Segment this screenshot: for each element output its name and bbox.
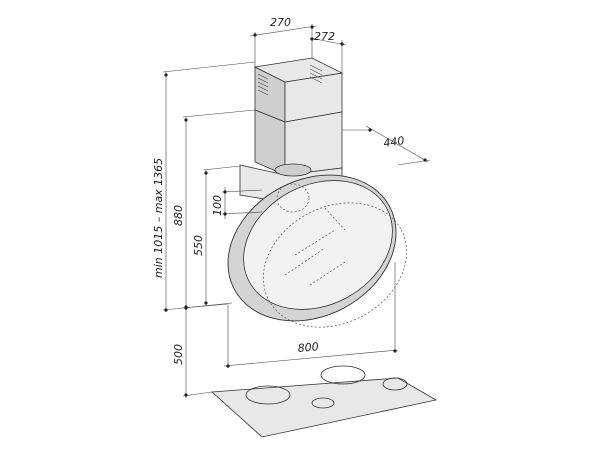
outlet-hidden-outline [276,183,310,213]
cooktop-surface [211,377,438,438]
label-100: 100 [211,195,224,216]
canopy-glass [243,180,393,310]
reflection-3 [324,207,346,231]
label-800: 800 [297,340,319,355]
dim-440: 440 [342,125,431,166]
dim-270: 270 [249,16,317,67]
dim-880: 880 [172,109,256,310]
label-270: 270 [270,16,291,29]
label-1015-1365: min 1015 – max 1365 [152,158,165,278]
dim-500: 500 [172,303,229,398]
label-880: 880 [172,205,185,226]
cooktop [211,365,438,438]
burner-large-right [320,365,366,385]
canopy [227,174,407,328]
burner-small [311,397,335,409]
reflection-4 [309,261,346,286]
canopy-hidden-outline [263,202,407,328]
label-272: 272 [314,30,335,43]
dim-100: 100 [211,187,263,219]
label-550: 550 [192,235,205,256]
reflection-2 [284,247,326,276]
burner-medium [382,377,408,391]
label-440: 440 [383,134,406,150]
dim-800: 800 [223,262,399,368]
burner-large-left [245,385,291,405]
dim-272: 272 [309,30,347,73]
hood-outlet [274,163,312,177]
chimney-lower [254,109,343,176]
dim-1015-1365: min 1015 – max 1365 [152,61,256,312]
dim-550: 550 [192,165,241,306]
vent-left [257,73,269,96]
vent-right [309,64,323,84]
chimney-upper [253,57,344,123]
label-500: 500 [172,344,185,365]
